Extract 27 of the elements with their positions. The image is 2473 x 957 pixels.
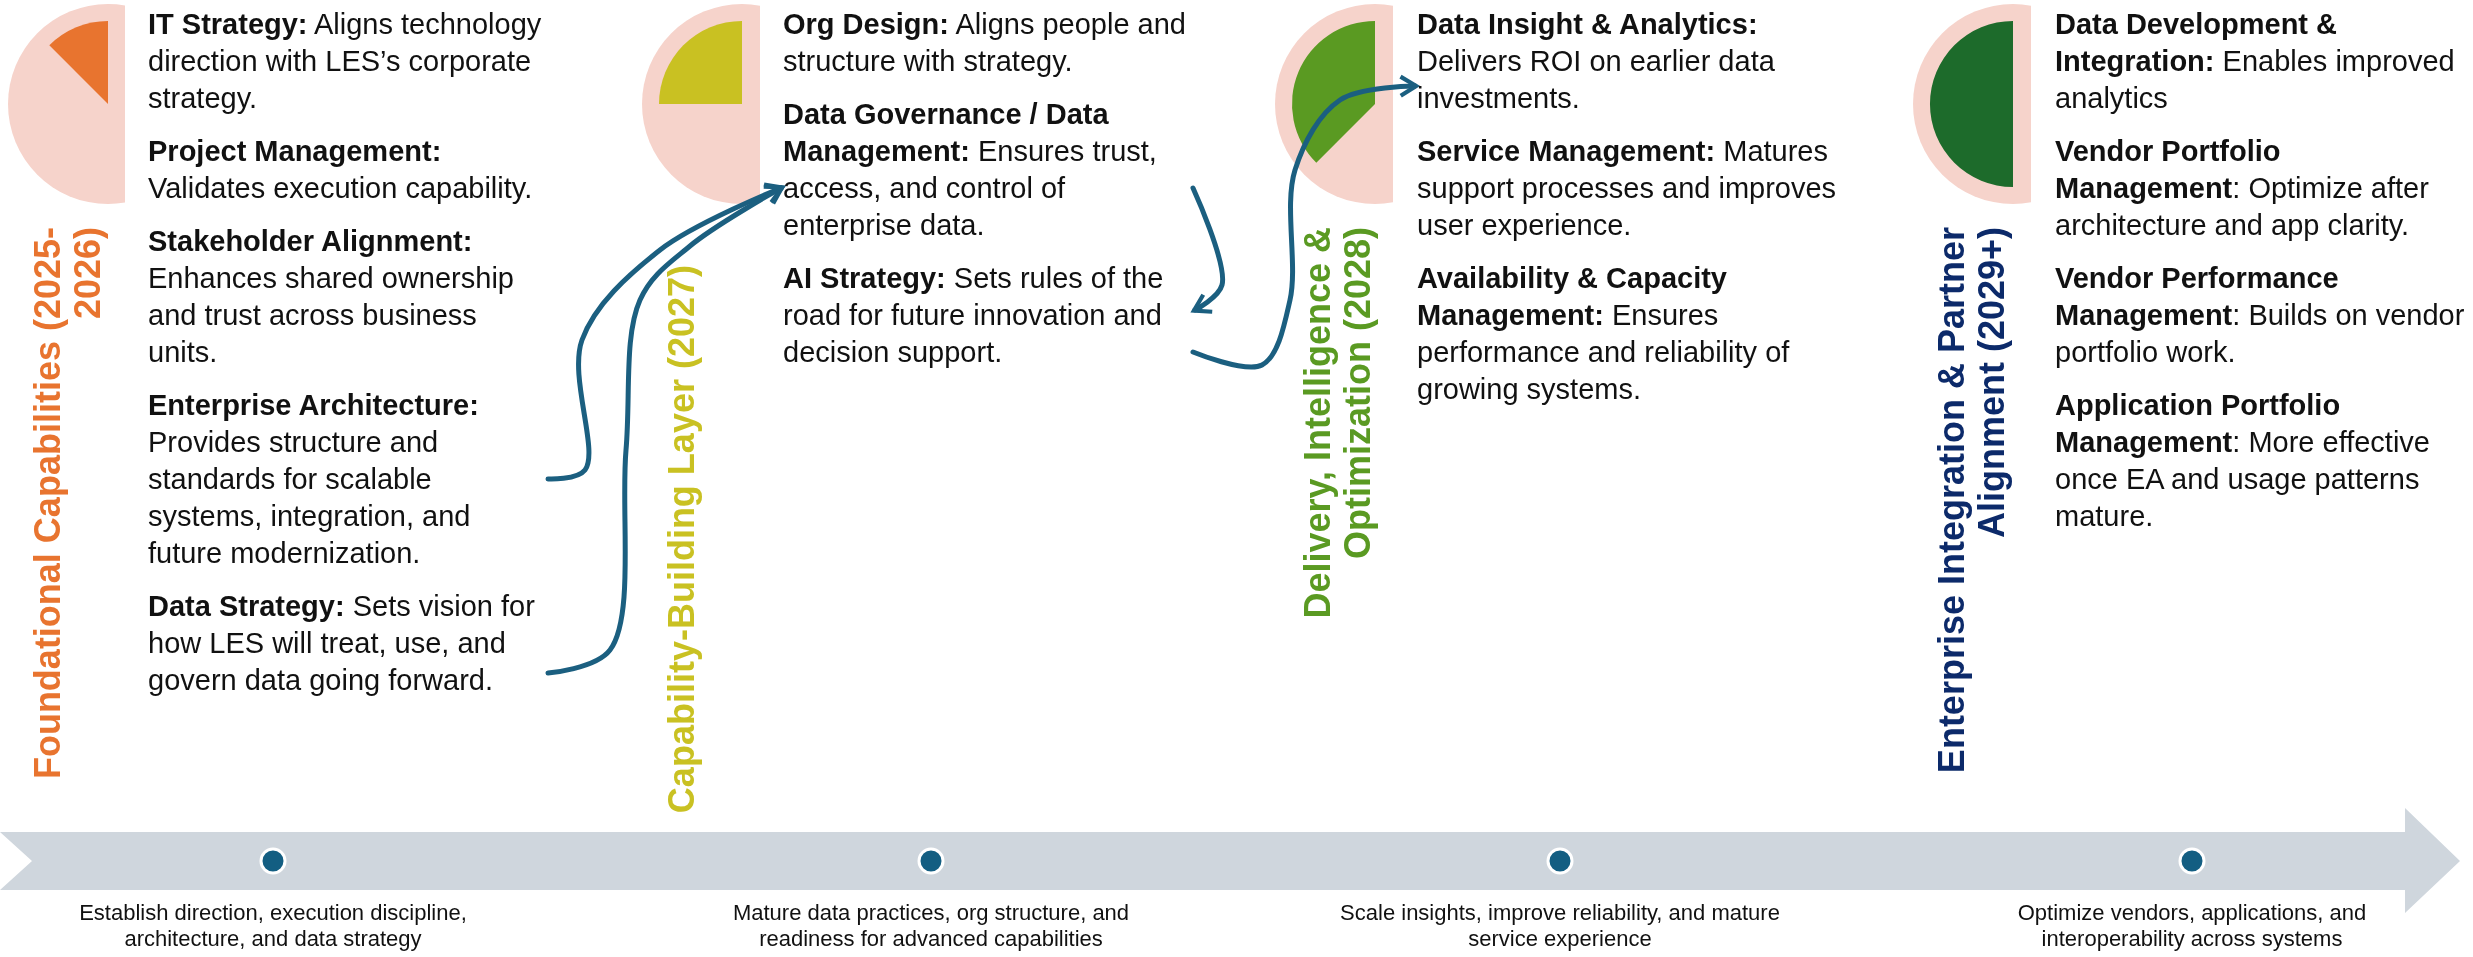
capability-description: Service Management: Matures support processes and improves user experience. <box>1417 133 1837 244</box>
phase-title: Delivery, Intelligence & Optimization (2028) <box>1298 227 1379 621</box>
capability-description: Vendor Portfolio Management: Optimize after architecture and app clarity. <box>2055 133 2465 244</box>
capability-description: Project Management: Validates execution capability. <box>148 133 548 207</box>
capability-description: Stakeholder Alignment: Enhances shared ownership and trust across business units. <box>148 223 548 371</box>
capability-description: AI Strategy: Sets rules of the road for future innovation and decision support. <box>783 260 1193 371</box>
capability-description: Availability & Capacity Management: Ensures performance and reliability of growing systems. <box>1417 260 1837 408</box>
capability-description: Application Portfolio Management: More effective once EA and usage patterns mature. <box>2055 387 2465 535</box>
phase-title: Capability-Building Layer (2027) <box>662 265 703 816</box>
phase-caption: Scale insights, improve reliability, and mature service experience <box>1339 900 1781 952</box>
curved-arrow <box>545 182 785 482</box>
phase-title: Enterprise Integration & Partner Alignment (2029+) <box>1932 227 2013 776</box>
capability-description: Vendor Performance Management: Builds on vendor portfolio work. <box>2055 260 2465 371</box>
capability-description: Data Governance / Data Management: Ensures trust, access, and control of enterprise data. <box>783 96 1193 244</box>
phase-caption: Optimize vendors, applications, and interoperability across systems <box>2016 900 2368 952</box>
capability-description: IT Strategy: Aligns technology direction with LES’s corporate strategy. <box>148 6 548 117</box>
capability-description: Org Design: Aligns people and structure with strategy. <box>783 6 1193 80</box>
phase-title: Foundational Capabilities (2025-2026) <box>28 227 109 782</box>
curved-arrow <box>545 184 785 676</box>
capability-description: Data Development & Integration: Enables improved analytics <box>2055 6 2465 117</box>
curved-arrow <box>1190 74 1419 370</box>
curved-arrow <box>1190 185 1226 314</box>
phase-caption: Mature data practices, org structure, and readiness for advanced capabilities <box>731 900 1131 952</box>
phase-caption: Establish direction, execution discipline, architecture, and data strategy <box>78 900 468 952</box>
capability-description: Enterprise Architecture: Provides structure and standards for scalable systems, integration, and future modernization. <box>148 387 548 572</box>
capability-description: Data Insight & Analytics: Delivers ROI on earlier data investments. <box>1417 6 1837 117</box>
capability-description: Data Strategy: Sets vision for how LES will treat, use, and govern data going forward. <box>148 588 548 699</box>
